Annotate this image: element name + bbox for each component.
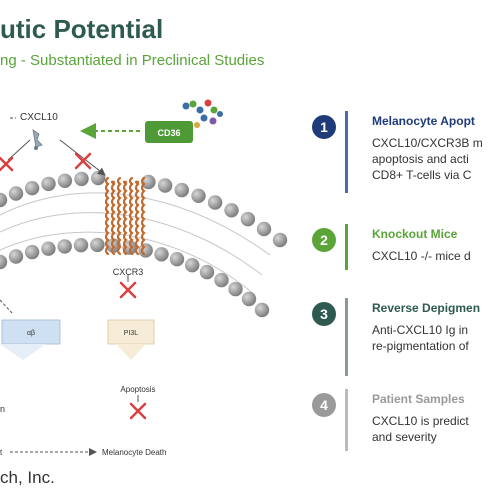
membrane-bead [174,182,189,198]
membrane-bead [74,171,89,187]
membrane-bead [57,239,72,254]
membrane-bead [240,211,256,227]
membrane-bead [191,188,206,203]
antibody-box [145,121,193,143]
step-number-badge: 2 [312,228,336,252]
cross-icon [0,156,14,172]
step-title: Patient Samples [372,392,465,406]
receptor-helix [122,180,128,256]
membrane-bead [41,241,56,256]
melanocyte-death-label: Melanocyte Death [102,448,166,457]
membrane-bead [122,240,137,255]
membrane-bead [8,249,24,264]
membrane-bead [57,173,73,188]
left-dotted-arrow [0,299,13,314]
footer-company: ch, Inc. [0,468,55,487]
step-title: Knockout Mice [372,227,458,241]
membrane-bead [207,195,223,210]
cross-icon [74,152,92,170]
cxcl10-ligand-icon [32,129,43,150]
membrane-inner-layer [0,237,270,318]
membrane-bead [91,170,106,186]
ligand-to-receptor-arrow [59,139,106,176]
membrane-bead [224,203,239,218]
membrane-outer-layer [0,170,288,248]
page-subtitle: ng - Substantiated in Preclinical Studie… [0,52,265,69]
signal-box-right-label: PI3L [124,330,139,337]
step-title: Melanocyte Apopt [372,114,475,128]
ligand-left-arrow [7,139,31,161]
membrane-bead [8,186,24,201]
receptor-helix [140,176,146,256]
membrane-bead [0,192,8,208]
step-description: CXCL10/CXCR3B m apoptosis and acti CD8+ … [372,136,483,182]
receptor-helix [116,176,122,256]
membrane-bead [157,178,173,193]
step-divider-bar [345,389,348,451]
membrane-bead [214,272,229,288]
step-divider-bar [345,298,348,376]
left-fragment-text: n [0,404,5,414]
membrane-bead [241,291,257,307]
membrane-bead [272,232,288,248]
step-description: Anti-CXCL10 Ig in re-pigmentation of [372,323,469,353]
membrane-bead [254,302,270,318]
membrane-bead [90,237,105,253]
page-title: utic Potential [0,14,164,44]
signal-box-right-pointer [116,344,146,360]
receptor-helix [134,180,140,256]
signal-box-left [1,319,61,345]
pathway-diagram: CXCL10 CD36 CXCR3 αβ PI3L [0,99,288,457]
cxcr3-receptor-icon [104,176,146,256]
membrane-bead [0,254,8,270]
bottom-left-fragment: t [0,448,3,457]
step-divider-bar [345,111,348,193]
membrane-bead [199,264,215,280]
apoptosis-label: Apoptosis [120,385,155,394]
signal-box-right [107,319,155,345]
membrane-bead [185,258,200,273]
membrane-bead [154,247,169,262]
membrane-bead [24,244,40,260]
step-number-badge: 1 [312,115,336,139]
step-divider-bar [345,224,348,270]
step-description: CXCL10 is predict and severity [372,414,469,444]
cxcr3-label: CXCR3 [113,267,144,277]
membrane-bead [24,181,40,196]
antibody-box-label: CD36 [157,128,180,138]
receptor-helix [104,176,110,256]
cxcl10-label: CXCL10 [20,112,58,123]
step-number-badge: 3 [312,302,336,326]
membrane-bead [228,281,243,297]
signal-box-left-pointer [0,344,46,360]
membrane-bead [169,252,185,267]
cross-icon [119,281,137,299]
receptor-helix [128,176,134,256]
membrane-bead [256,221,272,237]
signal-box-left-label: αβ [27,330,35,337]
membrane-bead [138,243,153,258]
step-number-badge: 4 [312,393,336,417]
step-title: Reverse Depigmen [372,301,481,315]
cross-icon [129,402,147,420]
step-description: CXCL10 -/- mice d [372,249,471,263]
membrane-bead [41,176,56,192]
membrane-bead [73,238,89,253]
receptor-helix [110,180,116,256]
antibody-icon [182,99,223,128]
